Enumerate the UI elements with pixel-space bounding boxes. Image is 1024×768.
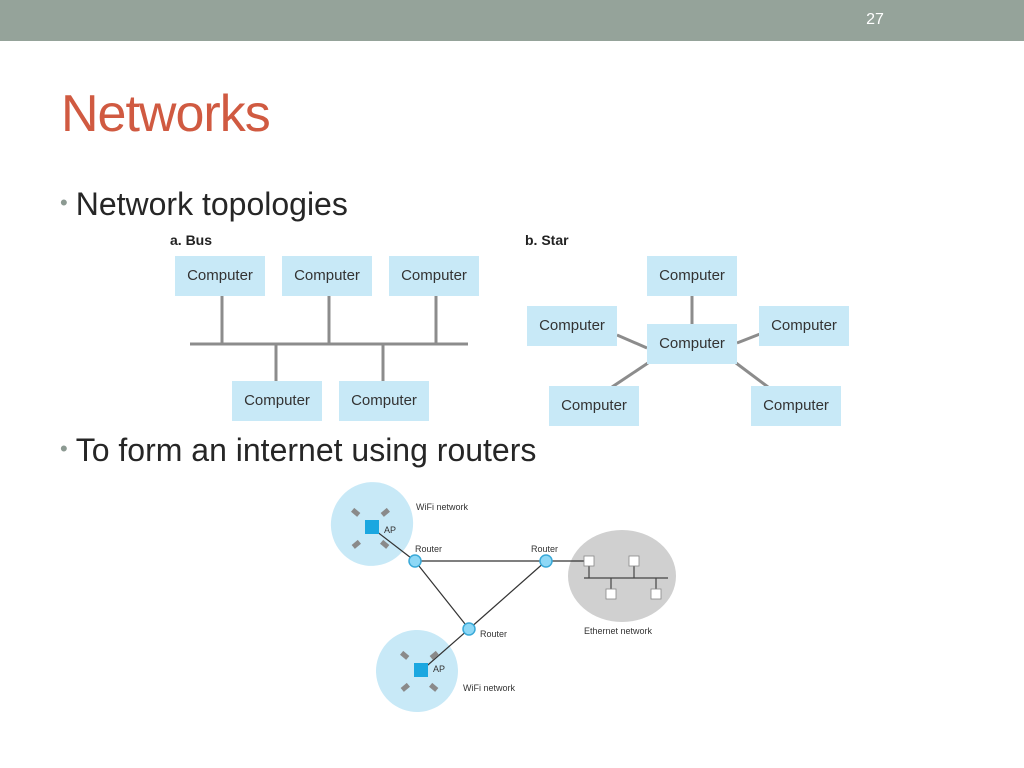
star-computer-bottom-right: Computer: [751, 386, 841, 426]
router-label-1: Router: [415, 544, 443, 554]
router-label-2: Router: [531, 544, 559, 554]
star-diagram-label: b. Star: [525, 232, 569, 248]
access-point-1: [365, 520, 379, 534]
bus-computer-4: Computer: [232, 381, 322, 421]
bus-computer-5: Computer: [339, 381, 429, 421]
slide-number: 27: [866, 11, 884, 28]
wifi-network-label-1: WiFi network: [416, 502, 469, 512]
link-router1-router3: [414, 560, 470, 630]
router-2: [539, 554, 553, 568]
router-1: [408, 554, 422, 568]
ap-label-2: AP: [433, 664, 446, 674]
star-computer-hub: Computer: [647, 324, 737, 364]
star-computer-top: Computer: [647, 256, 737, 296]
link-ap1-router1: [371, 527, 416, 562]
ethernet-host-1: [583, 555, 595, 567]
wifi-device-2b: [429, 650, 439, 660]
ap-label-1: AP: [384, 525, 397, 535]
star-computer-left: Computer: [527, 306, 617, 346]
wifi-network-label-2: WiFi network: [463, 683, 516, 693]
access-point-2: [414, 663, 428, 677]
star-computer-right: Computer: [759, 306, 849, 346]
bullet-text: To form an internet using routers: [75, 432, 537, 468]
bus-computer-2: Computer: [282, 256, 372, 296]
wifi-device-2d: [429, 682, 439, 692]
bus-computer-3: Computer: [389, 256, 479, 296]
wifi-device-1b: [380, 507, 390, 517]
slide-title: Networks: [61, 85, 271, 143]
ethernet-network-cloud: [568, 530, 676, 622]
bullet-internet-routers: • To form an internet using routers: [60, 432, 536, 469]
star-spoke-right: [736, 332, 761, 345]
star-spoke-bottom-left: [611, 361, 649, 389]
ethernet-host-3: [605, 588, 617, 600]
bullet-dot-icon: •: [60, 436, 68, 461]
wifi-device-2c: [400, 682, 410, 692]
bus-diagram-label: a. Bus: [170, 232, 213, 248]
link-ap2-router3: [420, 628, 470, 672]
wifi-device-2a: [400, 650, 410, 660]
bullet-text: Network topologies: [75, 186, 348, 222]
link-router2-router3: [468, 560, 547, 630]
wifi-device-1a: [351, 507, 361, 517]
bullet-network-topologies: • Network topologies: [60, 186, 348, 223]
bullet-dot-icon: •: [60, 190, 68, 215]
star-computer-bottom-left: Computer: [549, 386, 639, 426]
ethernet-host-4: [650, 588, 662, 600]
ethernet-network-label: Ethernet network: [584, 626, 653, 636]
wifi-device-1c: [351, 539, 361, 549]
router-label-3: Router: [480, 629, 508, 639]
router-3: [462, 622, 476, 636]
bus-computer-1: Computer: [175, 256, 265, 296]
ethernet-host-2: [628, 555, 640, 567]
wifi-device-1d: [380, 539, 390, 549]
star-spoke-left: [616, 333, 648, 350]
star-spoke-bottom-right: [735, 361, 769, 389]
header-bar: 27: [0, 0, 1024, 41]
